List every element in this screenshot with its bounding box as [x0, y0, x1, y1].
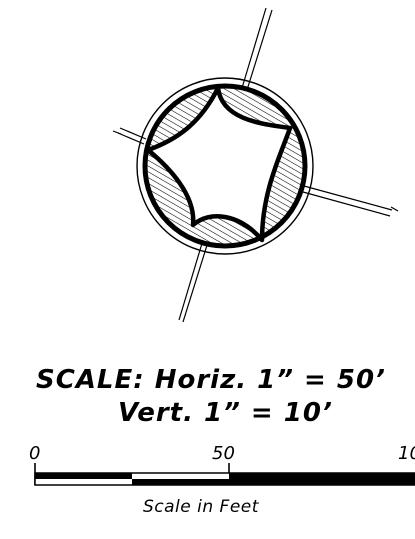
scale-bar: 0 50 10 Scale in Feet — [29, 443, 415, 517]
scale-caption: Scale in Feet — [143, 497, 260, 517]
scale-note-line2: Vert. 1” = 10’ — [118, 398, 333, 428]
bar-seg-3 — [229, 473, 415, 479]
compass-symbol — [112, 7, 399, 323]
tick-label-0: 0 — [29, 443, 40, 464]
bar-seg-1 — [35, 473, 132, 479]
four-point-star — [145, 85, 293, 243]
axis-lines — [112, 7, 399, 323]
tick-label-100: 10 — [398, 443, 415, 464]
tick-label-50: 50 — [212, 443, 235, 464]
scale-note-line1: SCALE: Horiz. 1” = 50’ — [36, 365, 386, 395]
outer-ring-thick — [142, 83, 308, 249]
scale-note: SCALE: Horiz. 1” = 50’ Vert. 1” = 10’ — [36, 365, 386, 428]
bar-seg-2 — [132, 479, 229, 485]
hatched-ring — [145, 85, 305, 246]
bar-seg-4 — [229, 479, 415, 485]
outer-ring-thin — [136, 77, 314, 255]
